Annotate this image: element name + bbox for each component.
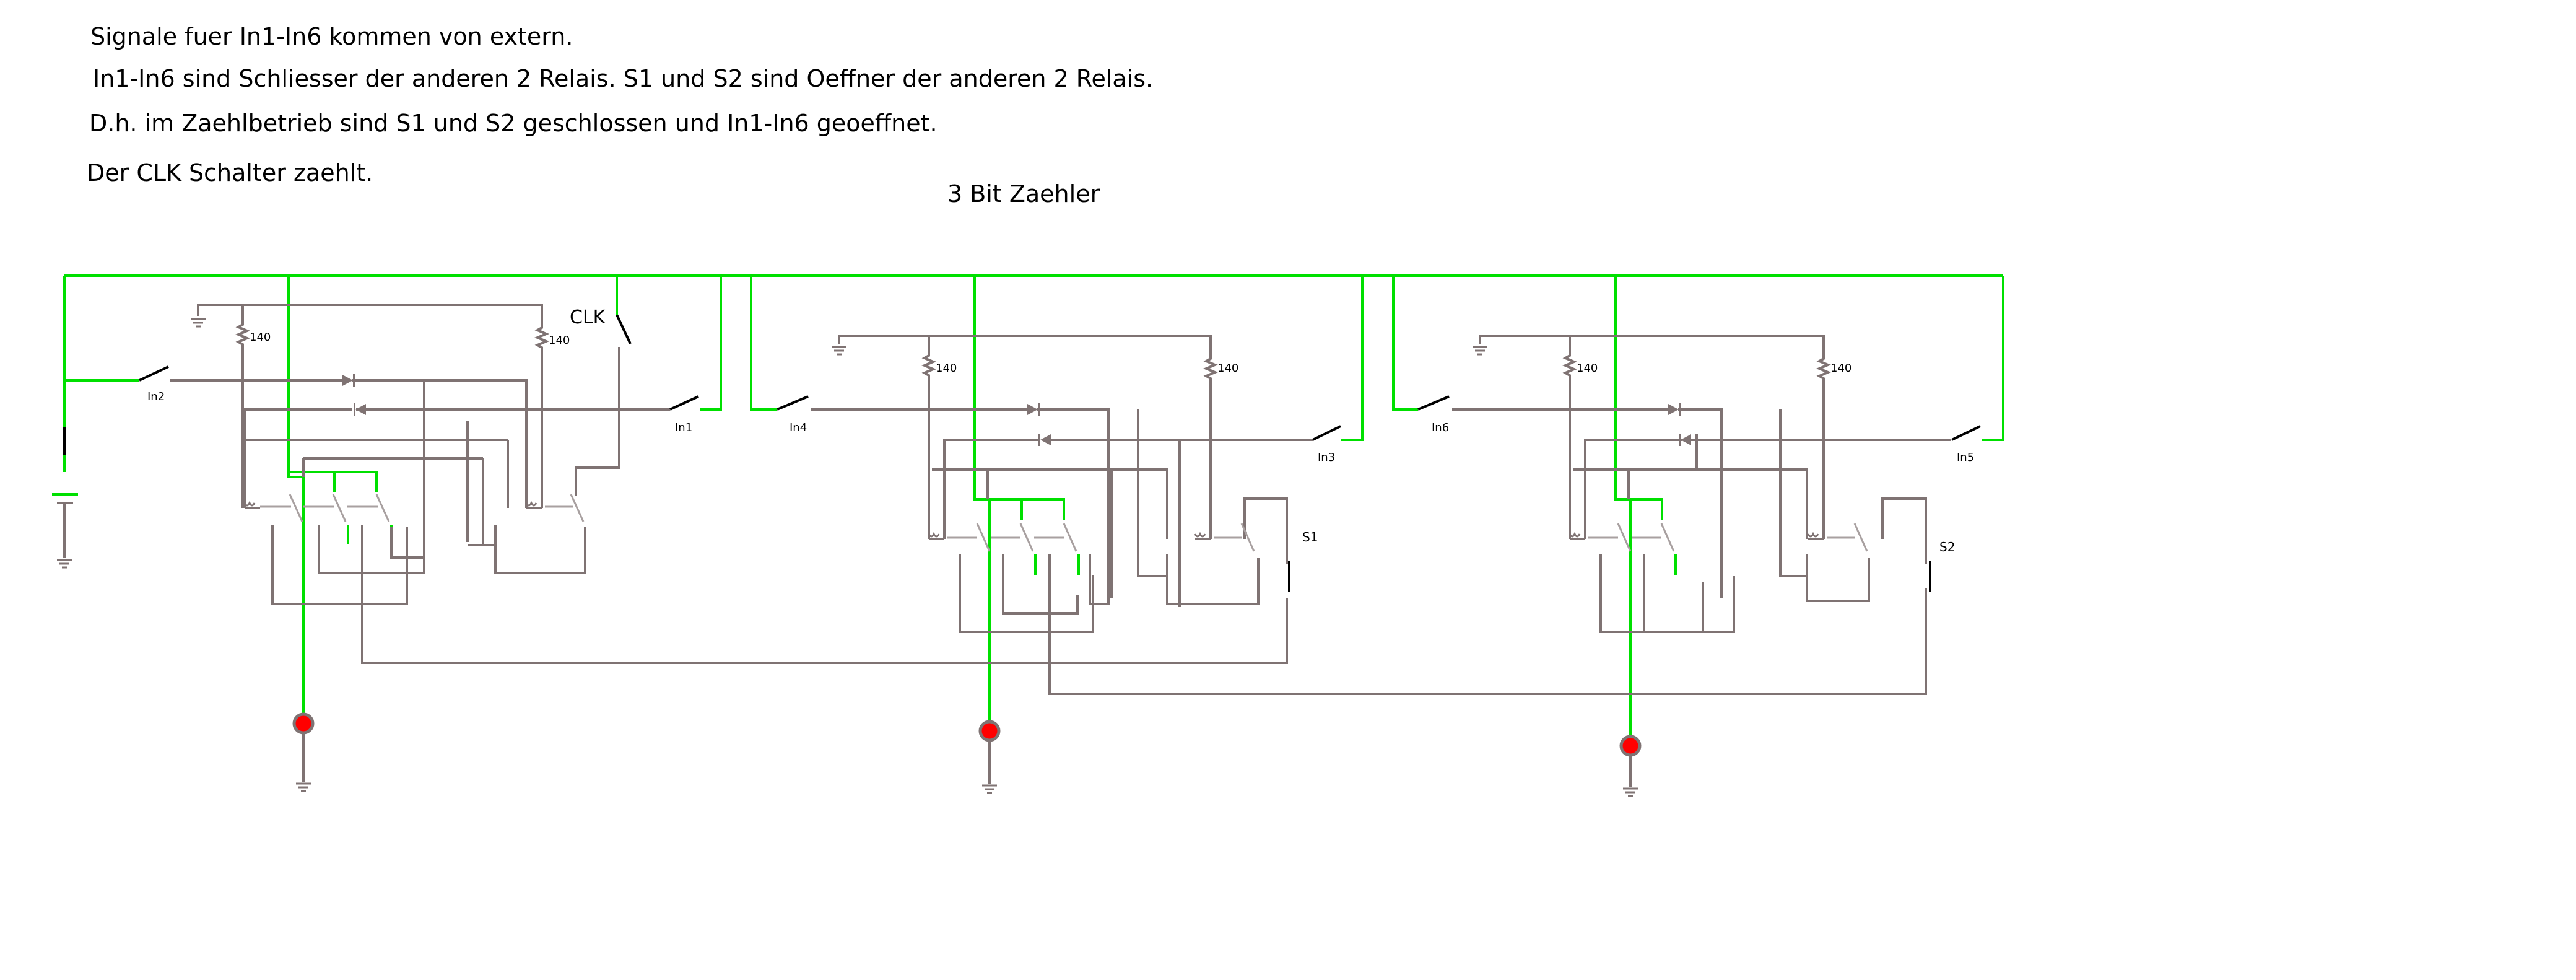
diagram-title: 3 Bit Zaehler: [947, 180, 1100, 208]
in6-label: In6: [1432, 421, 1449, 434]
in3-label: In3: [1318, 451, 1335, 464]
lamp-icon: [978, 720, 1001, 794]
note-line-3: D.h. im Zaehlbetrieb sind S1 und S2 gesc…: [89, 110, 938, 137]
diode-icon: [342, 374, 355, 387]
diode-icon: [1679, 434, 1691, 446]
diode-icon: [354, 403, 366, 416]
in4-label: In4: [790, 421, 807, 434]
resistor-icon: [237, 317, 248, 352]
resistor-icon: [923, 348, 934, 383]
resistor-value: 140: [936, 362, 957, 375]
diode-icon: [1668, 403, 1681, 416]
resistor-value: 140: [1217, 362, 1238, 375]
switch-icons: [139, 314, 1981, 592]
resistor-value: 140: [1830, 362, 1852, 375]
resistor-icon: [1818, 351, 1829, 386]
diode-icon: [1027, 403, 1040, 416]
note-line-2: In1-In6 sind Schliesser der anderen 2 Re…: [93, 65, 1153, 92]
resistor-value: 140: [1577, 362, 1598, 375]
s1-label: S1: [1302, 530, 1318, 545]
lamp-icon: [292, 712, 315, 792]
resistor-value: 140: [250, 331, 271, 344]
battery-icon: [52, 427, 78, 569]
s2-label: S2: [1939, 540, 1955, 554]
ground-icon: [1471, 346, 1489, 356]
ground-icon: [830, 346, 848, 356]
in5-label: In5: [1957, 451, 1974, 464]
resistor-icon: [1205, 351, 1216, 386]
clk-label: CLK: [570, 307, 606, 328]
relay-contacts: [260, 494, 1868, 552]
note-line-1: Signale fuer In1-In6 kommen von extern.: [90, 23, 573, 50]
in2-label: In2: [147, 390, 165, 403]
coil-marks: [243, 501, 1819, 538]
in1-label: In1: [675, 421, 692, 434]
signal-wires: [170, 304, 1951, 695]
supply-wires: [63, 274, 2004, 743]
resistor-icon: [536, 320, 547, 355]
note-line-4: Der CLK Schalter zaehlt.: [87, 159, 373, 186]
ground-icon: [189, 318, 207, 328]
resistor-icon: [1564, 348, 1575, 383]
diode-icon: [1038, 434, 1051, 446]
lamp-icon: [1619, 735, 1642, 797]
resistor-value: 140: [549, 334, 570, 347]
